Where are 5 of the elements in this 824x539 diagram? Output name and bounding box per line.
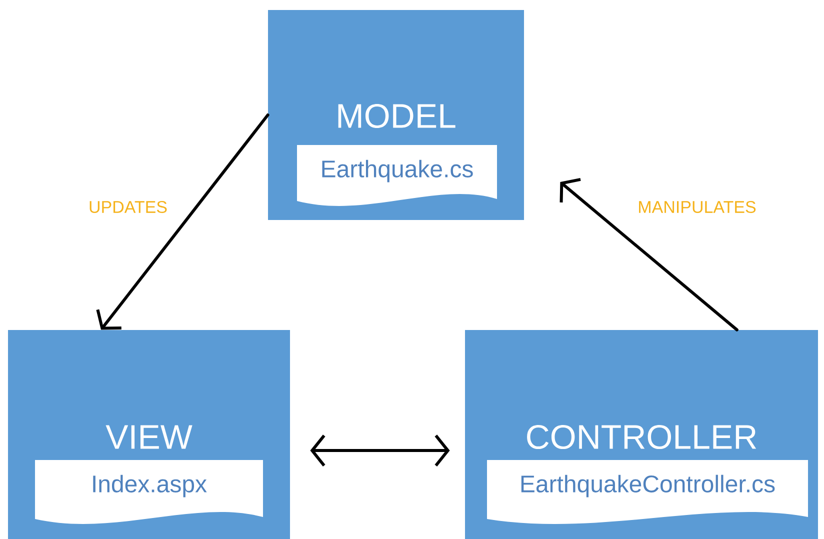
arrow — [96, 114, 270, 330]
edge-label: MANIPULATES — [636, 199, 758, 216]
arrow — [310, 434, 450, 466]
edge-label: UPDATES — [86, 199, 170, 216]
arrow — [560, 178, 738, 332]
